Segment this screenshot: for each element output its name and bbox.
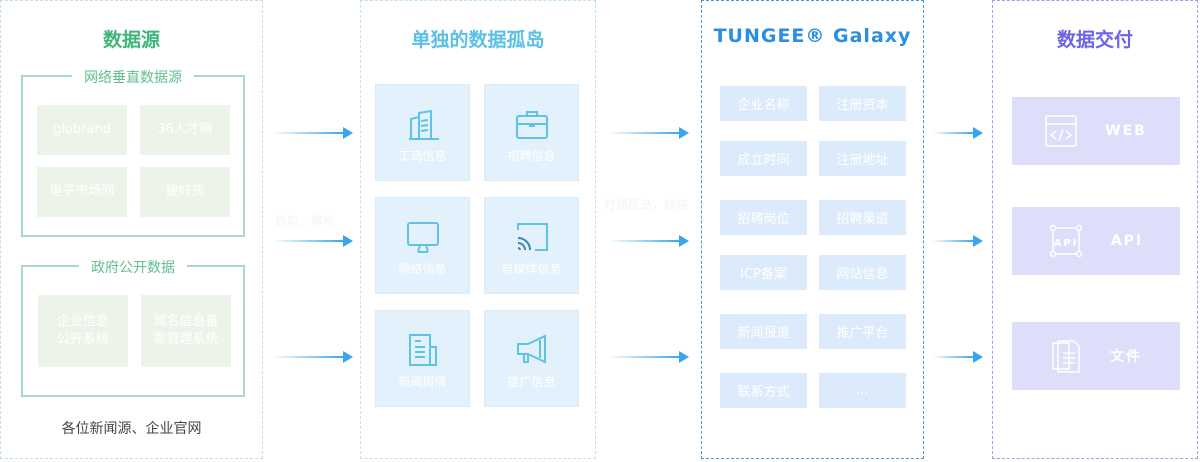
panel-title: 单独的数据孤岛 [411, 29, 545, 51]
galaxy-field: 网站信息 [819, 255, 906, 290]
delivery-api: API API [1012, 207, 1180, 275]
panel-title: TUNGEE® Galaxy [713, 25, 912, 47]
flow-arrow [932, 351, 983, 363]
delivery-label: API [1110, 233, 1144, 249]
flow-arrow [608, 235, 689, 247]
vertical-sources-group: 网络垂直数据源 globrand 36人才网 电子市场网 搜好货 [21, 70, 245, 237]
card-label: 推广信息 [507, 375, 556, 389]
data-islands-panel: 单独的数据孤岛 [360, 0, 596, 459]
galaxy-field: 企业名称 [720, 86, 807, 121]
galaxy-field: ... [819, 373, 906, 408]
delivery-file: 文件 [1012, 322, 1180, 390]
gov-data-group: 政府公开数据 企业信息 公开系统 域名信息备 案管理系统 [21, 260, 245, 397]
files-icon [1052, 340, 1080, 373]
delivery-label: WEB [1105, 123, 1147, 139]
flow-arrow [272, 127, 353, 139]
flow-arrow [272, 235, 353, 247]
island-card: 新闻舆情 [375, 310, 470, 407]
flow-arrow [932, 235, 983, 247]
island-card: 推广信息 [484, 310, 579, 407]
briefcase-icon [515, 111, 548, 139]
source-item: 企业信息 公开系统 [38, 295, 128, 367]
flow-label: 打通孤岛，链接 [604, 198, 689, 212]
flow-label: 抓取、解析 [275, 214, 336, 228]
monitor-icon [406, 222, 439, 253]
source-item: 搜好货 [140, 167, 230, 217]
source-item: 36人才网 [140, 105, 230, 155]
source-item: globrand [37, 105, 127, 155]
island-card: 工商信息 [375, 84, 470, 181]
source-item: 域名信息备 案管理系统 [141, 295, 231, 367]
source-footer: 各位新闻源、企业官网 [61, 421, 202, 437]
building-icon [408, 109, 439, 140]
delivery-label: 文件 [1110, 349, 1142, 365]
megaphone-icon [516, 334, 546, 364]
galaxy-field: 注册地址 [819, 141, 906, 176]
galaxy-field: 推广平台 [819, 314, 906, 349]
flow-arrow [608, 351, 689, 363]
card-label: 工商信息 [398, 149, 447, 163]
flow-arrow [608, 127, 689, 139]
galaxy-field: 招聘渠道 [819, 200, 906, 235]
flow-arrow [272, 351, 353, 363]
panel-title: 数据源 [102, 29, 160, 51]
island-card: 自媒体信息 [484, 197, 579, 294]
source-item: 电子市场网 [37, 167, 127, 217]
card-label: 网络信息 [398, 262, 447, 276]
panel-title: 数据交付 [1056, 29, 1133, 51]
data-source-panel: 数据源 网络垂直数据源 globrand 36人才网 电子市场网 搜好货 政府公… [0, 0, 263, 459]
galaxy-field: 成立时间 [720, 141, 807, 176]
galaxy-field: 联系方式 [720, 373, 807, 408]
delivery-web: WEB [1012, 97, 1180, 165]
galaxy-field: ICP备案 [720, 255, 807, 290]
code-window-icon [1045, 115, 1077, 147]
island-card: 招聘信息 [484, 84, 579, 181]
group-label: 网络垂直数据源 [72, 70, 194, 86]
cast-icon [516, 223, 548, 251]
group-label: 政府公开数据 [79, 260, 187, 276]
island-card: 网络信息 [375, 197, 470, 294]
api-icon: API [1049, 224, 1083, 258]
svg-text:API: API [1053, 238, 1078, 249]
card-label: 新闻舆情 [398, 375, 447, 389]
newspaper-icon [408, 334, 437, 366]
card-label: 自媒体信息 [501, 262, 562, 276]
galaxy-panel: TUNGEE® Galaxy [701, 0, 924, 459]
delivery-panel: 数据交付 [992, 0, 1198, 459]
galaxy-field: 招聘岗位 [720, 200, 807, 235]
flow-arrow [932, 127, 983, 139]
galaxy-field: 新闻报道 [720, 314, 807, 349]
card-label: 招聘信息 [507, 149, 556, 163]
galaxy-field: 注册资本 [819, 86, 906, 121]
